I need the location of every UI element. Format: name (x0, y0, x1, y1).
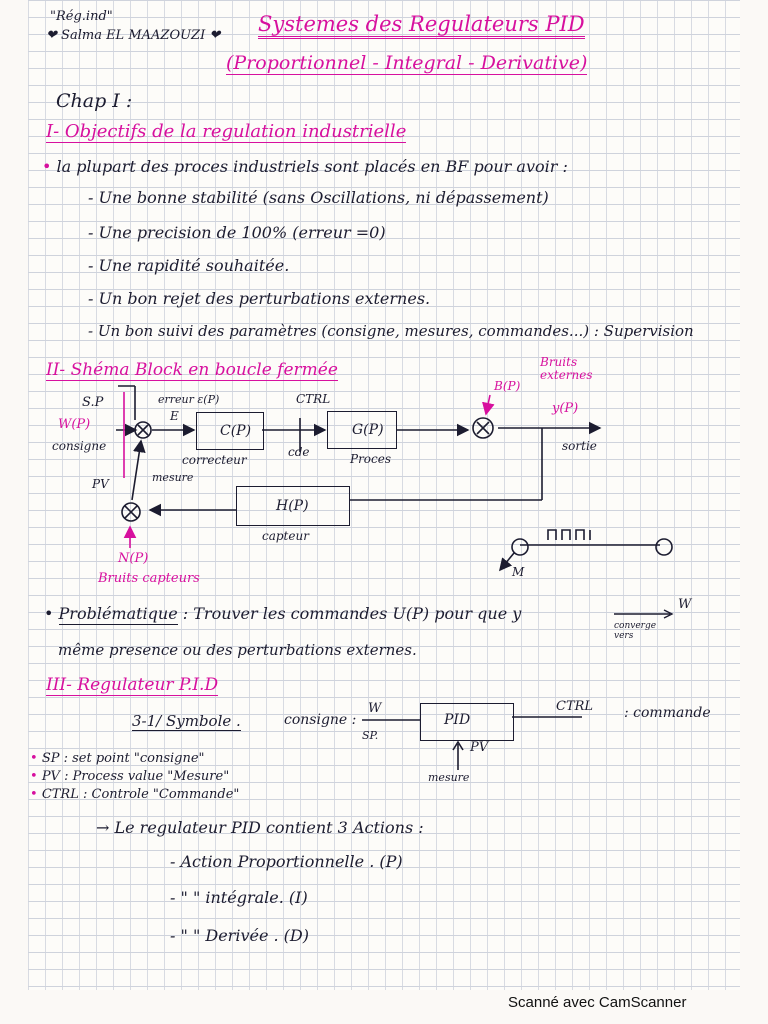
action-item: - Action Proportionnelle . (P) (170, 852, 403, 871)
yp-label: y(P) (552, 401, 579, 416)
converge-arrow (614, 609, 674, 619)
arrow-right-icon: → (96, 818, 110, 837)
correcteur-block (196, 412, 264, 450)
consigne-label: consigne : (284, 712, 357, 728)
e-label: E (170, 409, 179, 423)
author-name: ❤ Salma EL MAAZOUZI ❤ (46, 28, 221, 43)
heart-icon: ❤ (209, 28, 221, 43)
sp-label: SP. (362, 729, 379, 742)
definition-item: • CTRL : Controle "Commande" (30, 787, 240, 802)
bullet-icon: • (42, 157, 52, 176)
mesure-label: mesure (428, 771, 470, 784)
pid-label: PID (444, 712, 471, 728)
bullet-icon: • (30, 769, 38, 784)
notebook-page (28, 0, 740, 990)
definition-item: • PV : Process value "Mesure" (30, 769, 230, 784)
erreur-label: erreur ε(P) (158, 393, 220, 406)
bullet-icon: • (30, 787, 38, 802)
ctrl-label: CTRL (556, 699, 594, 714)
problematique-line: • Problématique : Trouver les commandes … (44, 604, 522, 625)
symbole-subtitle: 3-1/ Symbole . (132, 712, 241, 731)
pv-label: PV (470, 740, 489, 755)
ctrl-label: CTRL (296, 392, 331, 406)
objective-item: - Une precision de 100% (erreur =0) (88, 223, 386, 242)
wp-label: W(P) (58, 417, 91, 432)
converge-vers-label: converge vers (614, 621, 657, 641)
chapter-label: Chap I : (56, 90, 133, 112)
proces-label: Proces (350, 452, 392, 466)
gp-label: G(P) (352, 422, 384, 438)
page-subtitle: (Proportionnel - Integral - Derivative) (226, 52, 588, 75)
definition-item: • SP : set point "consigne" (30, 751, 205, 766)
cp-label: C(P) (220, 423, 252, 439)
sp-label: S.P (82, 395, 104, 410)
m-label: M (512, 565, 525, 579)
pid-block (420, 703, 514, 741)
action-item: - " " intégrale. (I) (170, 888, 308, 907)
bruits-capteurs-label: Bruits capteurs (98, 571, 200, 586)
process-block (327, 411, 397, 449)
capteur-block (236, 486, 350, 526)
consigne-label: consigne (52, 439, 107, 453)
heart-icon: ❤ (46, 28, 57, 43)
objective-item: - Un bon rejet des perturbations externe… (88, 289, 431, 308)
author-tag: "Rég.ind" (50, 9, 113, 24)
bruits-externes-label: Bruits externes (540, 355, 593, 383)
hp-label: H(P) (276, 498, 309, 514)
section2-title: II- Shéma Block en boucle fermée (46, 360, 338, 381)
sortie-label: sortie (562, 439, 597, 453)
section3-title: III- Regulateur P.I.D (46, 675, 219, 696)
problematique-line2: même presence ou des perturbations exter… (58, 641, 417, 659)
capteur-label: capteur (262, 529, 309, 543)
bullet-icon: • (30, 751, 38, 766)
cde-label: cde (288, 445, 310, 459)
page-title: Systemes des Regulateurs PID (258, 14, 585, 39)
objective-item: - Un bon suivi des paramètres (consigne,… (88, 322, 694, 340)
objective-item: - Une rapidité souhaitée. (88, 256, 290, 275)
pv-label: PV (92, 477, 109, 491)
np-label: N(P) (118, 551, 149, 566)
objective-item: - Une bonne stabilité (sans Oscillations… (88, 188, 549, 207)
mesure-label: mesure (152, 471, 194, 484)
commande-label: : commande (624, 705, 711, 721)
w-target: W (678, 597, 692, 612)
scanner-footer: Scanné avec CamScanner (508, 994, 687, 1011)
bullet-icon: • (44, 604, 54, 623)
section1-title: I- Objectifs de la regulation industriel… (46, 121, 407, 143)
section1-intro: • la plupart des proces industriels sont… (42, 157, 568, 176)
bp-label: B(P) (494, 379, 521, 393)
actions-intro: → Le regulateur PID contient 3 Actions : (96, 818, 424, 837)
w-label: W (368, 701, 382, 716)
action-item: - " " Derivée . (D) (170, 926, 309, 945)
correcteur-label: correcteur (182, 453, 247, 467)
